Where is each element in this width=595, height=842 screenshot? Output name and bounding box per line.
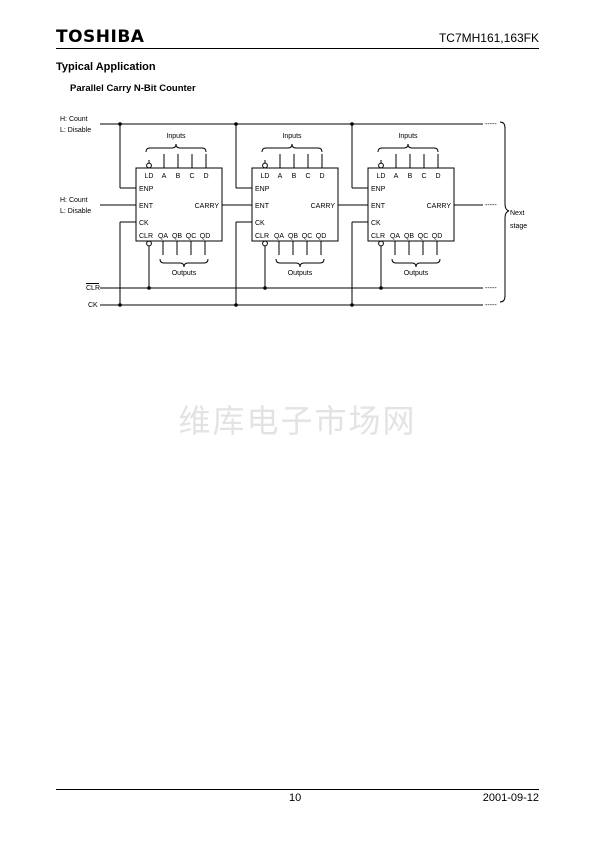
bus-junctions xyxy=(118,122,383,307)
outputs-label-2: Outputs xyxy=(288,270,313,277)
pin-c-3: C xyxy=(421,173,426,180)
pin-ent-2: ENT xyxy=(255,203,270,210)
header-rule xyxy=(56,48,539,49)
next-stage-brace xyxy=(499,121,510,303)
clr-line-label: CLR xyxy=(86,285,100,292)
pin-qa-3: QA xyxy=(390,233,400,240)
pin-b-1: B xyxy=(176,173,181,180)
enp-bus-continuation: ----- xyxy=(485,121,497,128)
pin-c-1: C xyxy=(189,173,194,180)
counter-stage-3: ----- Inputs Outputs LD A B C D ENP ENT … xyxy=(351,124,497,305)
pin-qb-1: QB xyxy=(172,233,182,240)
inputs-label-2: Inputs xyxy=(282,133,302,140)
pin-ld-3: LD xyxy=(377,173,386,180)
ent-label-line2: L: Disable xyxy=(60,208,91,215)
next-stage-label-line2: stage xyxy=(510,223,527,230)
outputs-label-1: Outputs xyxy=(172,270,197,277)
pin-qc-2: QC xyxy=(302,233,313,240)
diagram-subtitle: Parallel Carry N-Bit Counter xyxy=(70,83,196,94)
inputs-label-1: Inputs xyxy=(166,133,186,140)
pin-b-2: B xyxy=(292,173,297,180)
pin-qd-1: QD xyxy=(200,233,211,240)
pin-ent-3: ENT xyxy=(371,203,386,210)
pin-qb-2: QB xyxy=(288,233,298,240)
outputs-label-3: Outputs xyxy=(404,270,429,277)
pin-a-3: A xyxy=(394,173,399,180)
pin-carry-2: CARRY xyxy=(311,203,336,210)
pin-d-1: D xyxy=(203,173,208,180)
pin-qd-3: QD xyxy=(432,233,443,240)
pin-ld-1: LD xyxy=(145,173,154,180)
pin-b-3: B xyxy=(408,173,413,180)
ck-bus-continuation: ----- xyxy=(485,302,497,309)
pin-qa-1: QA xyxy=(158,233,168,240)
pin-qa-2: QA xyxy=(274,233,284,240)
brand-logo: TOSHIBA xyxy=(56,27,145,47)
inputs-label-3: Inputs xyxy=(398,133,418,140)
part-number: TC7MH161,163FK xyxy=(438,31,539,45)
pin-carry-1: CARRY xyxy=(195,203,220,210)
enp-label-line1: H: Count xyxy=(60,116,88,123)
pin-enp-1: ENP xyxy=(139,186,154,193)
pin-clr-2: CLR xyxy=(255,233,269,240)
pin-d-2: D xyxy=(319,173,324,180)
pin-qc-1: QC xyxy=(186,233,197,240)
ent-label-line1: H: Count xyxy=(60,197,88,204)
pin-a-2: A xyxy=(278,173,283,180)
document-date: 2001-09-12 xyxy=(482,792,539,804)
next-stage-label-line1: Next xyxy=(510,210,524,217)
section-title: Typical Application xyxy=(56,61,156,73)
pin-carry-3: CARRY xyxy=(427,203,452,210)
pin-clr-3: CLR xyxy=(371,233,385,240)
pin-ld-2: LD xyxy=(261,173,270,180)
pin-a-1: A xyxy=(162,173,167,180)
enp-label-line2: L: Disable xyxy=(60,127,91,134)
pin-ck-3: CK xyxy=(371,220,381,227)
pin-qc-3: QC xyxy=(418,233,429,240)
footer-rule xyxy=(56,789,539,790)
pin-ck-1: CK xyxy=(139,220,149,227)
counter-stage-1: Inputs Outputs LD A B C D ENP ENT CARRY … xyxy=(119,124,252,305)
watermark: 维库电子市场网 xyxy=(178,402,417,440)
pin-ent-1: ENT xyxy=(139,203,154,210)
pin-qb-3: QB xyxy=(404,233,414,240)
pin-enp-2: ENP xyxy=(255,186,270,193)
pin-qd-2: QD xyxy=(316,233,327,240)
page-number: 10 xyxy=(289,792,302,804)
pin-c-2: C xyxy=(305,173,310,180)
ck-line-label: CK xyxy=(88,302,98,309)
counter-stage-2: Inputs Outputs LD A B C D ENP ENT CARRY … xyxy=(235,124,368,305)
clr-bus-continuation: ----- xyxy=(485,285,497,292)
pin-clr-1: CLR xyxy=(139,233,153,240)
pin-d-3: D xyxy=(435,173,440,180)
pin-ck-2: CK xyxy=(255,220,265,227)
carry-continuation: ----- xyxy=(485,202,497,209)
pin-enp-3: ENP xyxy=(371,186,386,193)
